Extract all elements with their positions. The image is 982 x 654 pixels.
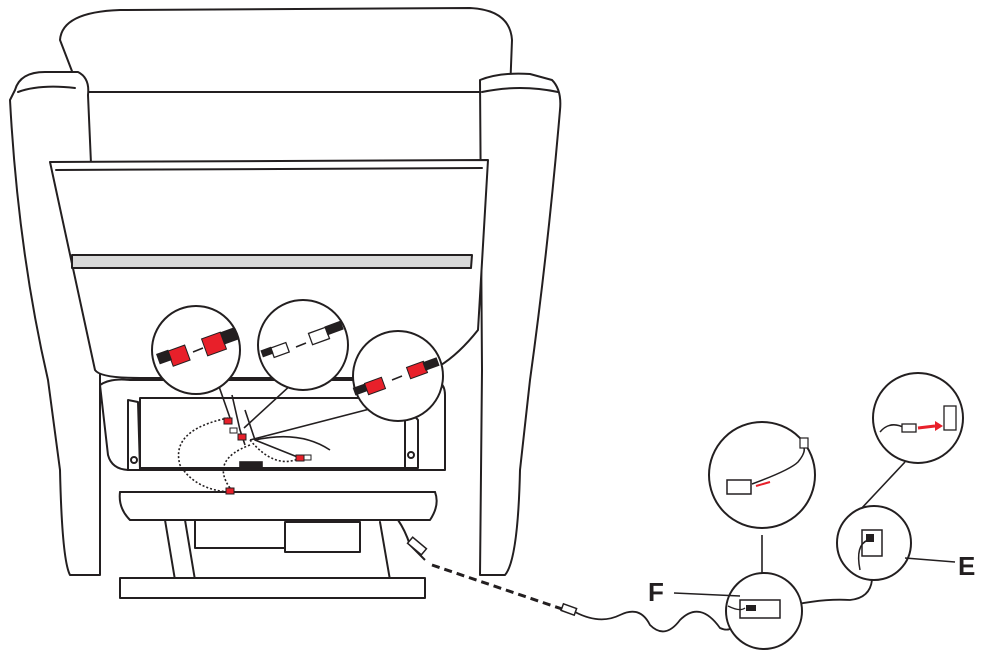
adapter-plug-top bbox=[800, 438, 808, 448]
chair-left-bolt bbox=[131, 457, 137, 463]
callout-f bbox=[674, 422, 815, 649]
connector-red-2 bbox=[238, 434, 246, 440]
chair-leg-mid bbox=[185, 520, 195, 580]
connector-red-1 bbox=[224, 418, 232, 424]
outlet-icon bbox=[862, 530, 882, 556]
callout-e bbox=[837, 373, 963, 580]
connector-red-4 bbox=[226, 488, 234, 494]
callout-e-line bbox=[860, 462, 905, 510]
chair-backrest-top bbox=[60, 8, 512, 92]
chair-right-bolt bbox=[408, 452, 414, 458]
label-e-leader bbox=[905, 558, 955, 562]
chair-grey-band bbox=[72, 255, 472, 268]
callout-circle-red-connector-2 bbox=[353, 331, 443, 421]
cable-exit-plug bbox=[408, 537, 427, 555]
adapter-body-detail bbox=[746, 605, 756, 611]
cable-clip bbox=[240, 462, 262, 468]
connector-red-3 bbox=[296, 455, 304, 461]
adapter-box-icon bbox=[727, 480, 751, 494]
chair-right-armrest bbox=[480, 74, 560, 575]
cable-end-plug bbox=[561, 604, 577, 615]
connector-white-2 bbox=[304, 455, 311, 460]
callout-circle-red-connector bbox=[152, 306, 240, 394]
connector-white-1 bbox=[230, 428, 237, 433]
callout-circle-adapter bbox=[709, 422, 815, 528]
chair-base-plate bbox=[120, 578, 425, 598]
plug-icon bbox=[902, 424, 916, 432]
chair-footrest-tray bbox=[120, 492, 437, 520]
label-f: F bbox=[648, 579, 664, 605]
chair-leg-left bbox=[165, 520, 175, 580]
cable-wavy bbox=[575, 612, 740, 632]
chair-leg-right bbox=[380, 522, 390, 580]
chair-motor-housing bbox=[285, 522, 360, 552]
red-arrow-icon bbox=[918, 426, 935, 428]
wall-socket-icon bbox=[944, 406, 956, 430]
chair-right-bracket bbox=[405, 416, 418, 468]
callout-circle-white-connector bbox=[258, 300, 348, 390]
label-e: E bbox=[958, 553, 975, 579]
